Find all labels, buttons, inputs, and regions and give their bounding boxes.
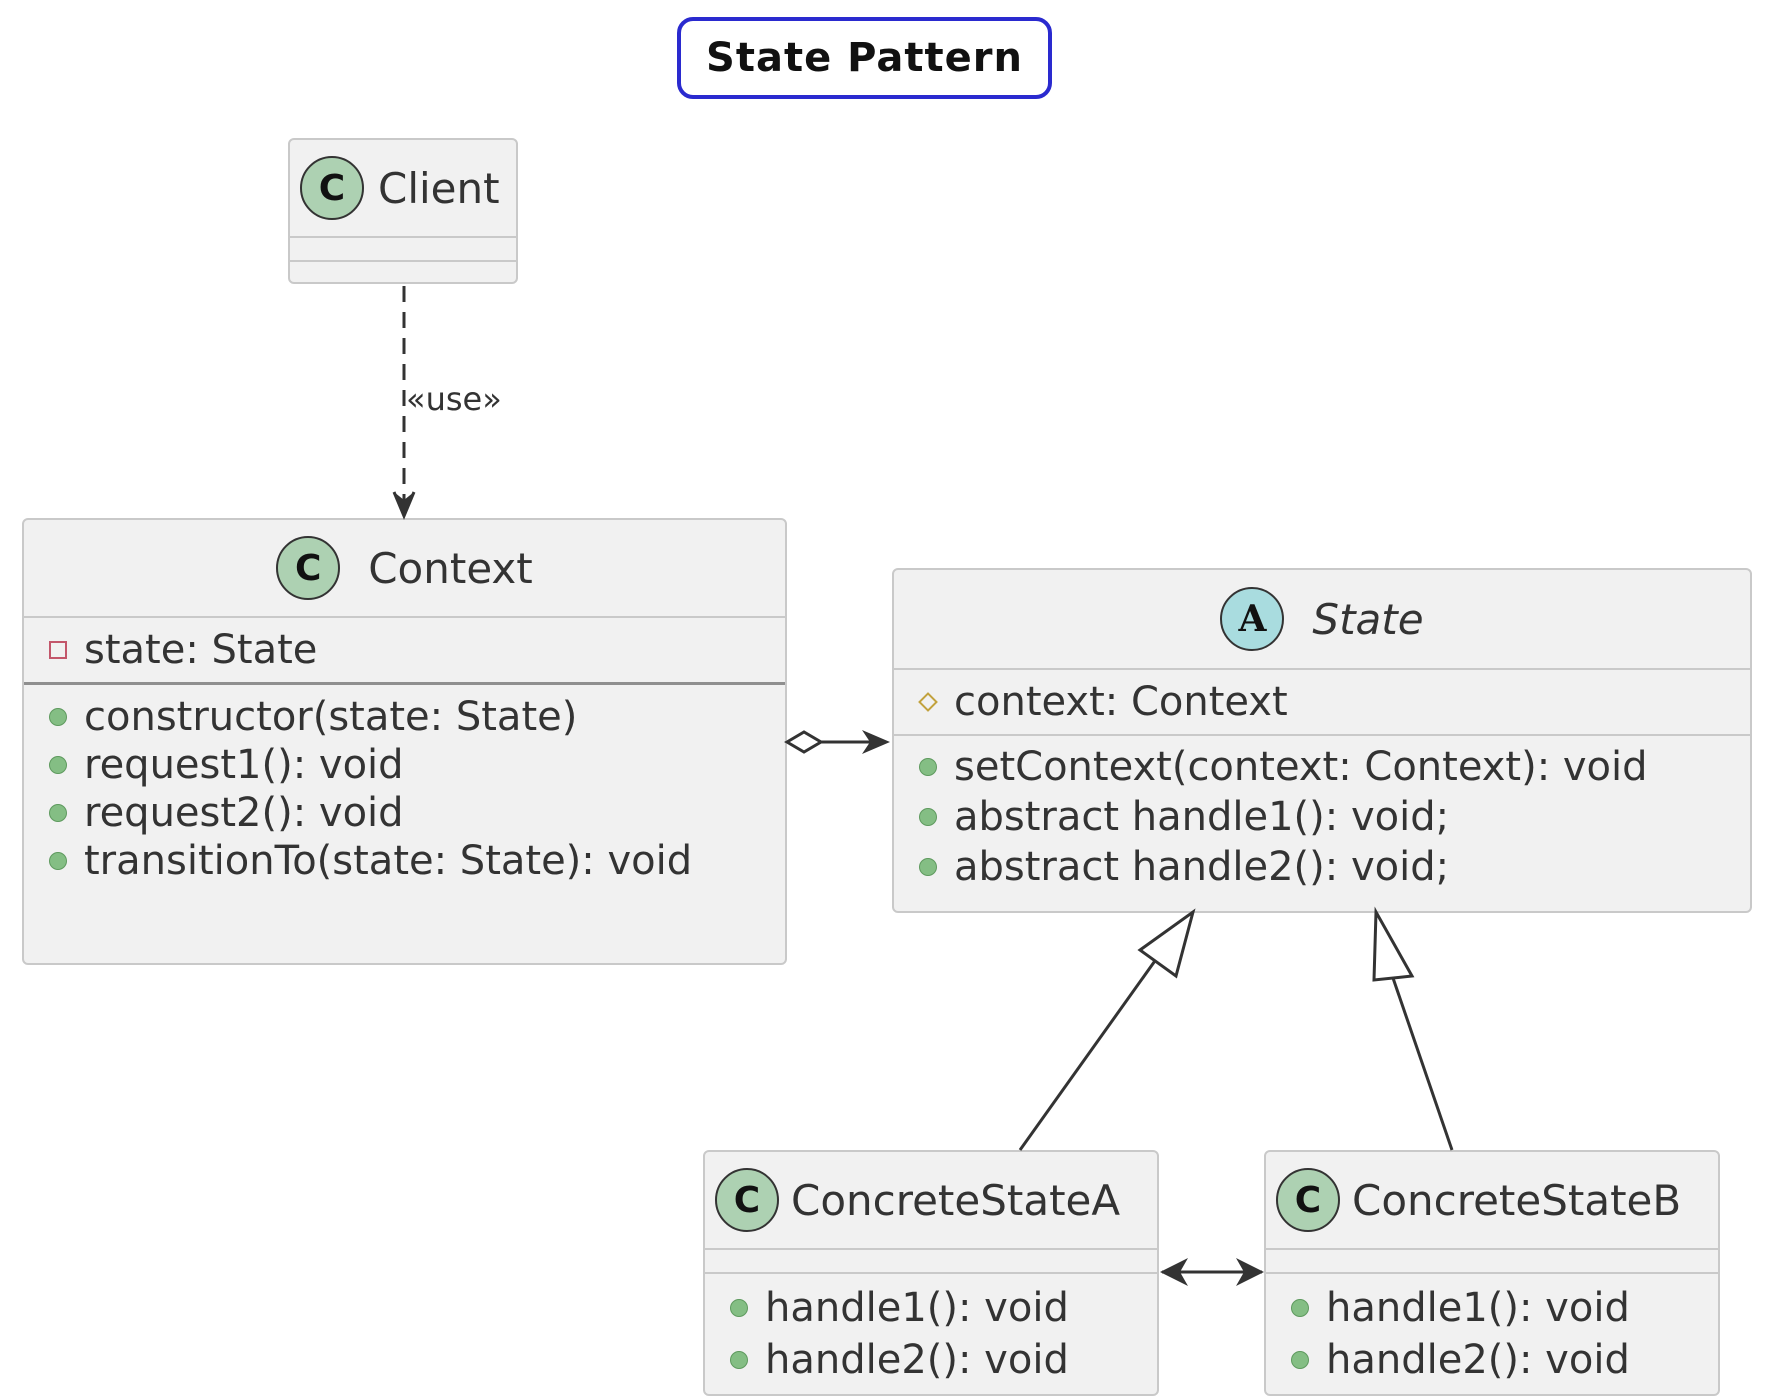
method-row: setContext(context: Context): void bbox=[894, 742, 1750, 792]
class-client-header: C Client bbox=[290, 140, 516, 236]
divider bbox=[1266, 1248, 1718, 1250]
method-text: request1(): void bbox=[84, 742, 404, 788]
dependency-edge-client-context bbox=[392, 286, 416, 520]
class-context-name: Context bbox=[368, 543, 533, 593]
state-methods: setContext(context: Context): void abstr… bbox=[894, 736, 1750, 892]
divider bbox=[705, 1248, 1157, 1250]
class-icon: C bbox=[276, 536, 341, 600]
field-text: state: State bbox=[84, 627, 318, 673]
method-text: abstract handle1(): void; bbox=[954, 794, 1450, 840]
divider bbox=[290, 260, 516, 262]
method-text: abstract handle2(): void; bbox=[954, 844, 1450, 890]
class-icon: C bbox=[715, 1168, 779, 1232]
generalization-edge-b-state bbox=[1372, 906, 1454, 1151]
method-text: request2(): void bbox=[84, 790, 404, 836]
field-row: context: Context bbox=[894, 678, 1750, 726]
method-row: request2(): void bbox=[24, 789, 785, 837]
method-row: constructor(state: State) bbox=[24, 693, 785, 741]
method-row: handle1(): void bbox=[1266, 1282, 1718, 1334]
class-concrete-state-b: C ConcreteStateB handle1(): void handle2… bbox=[1264, 1150, 1720, 1396]
diagram-title: State Pattern bbox=[677, 17, 1052, 99]
class-concrete-state-b-header: C ConcreteStateB bbox=[1266, 1152, 1718, 1248]
divider bbox=[894, 668, 1750, 670]
divider bbox=[24, 616, 785, 618]
class-concrete-state-a: C ConcreteStateA handle1(): void handle2… bbox=[703, 1150, 1159, 1396]
method-row: abstract handle1(): void; bbox=[894, 792, 1750, 842]
class-context-header: C Context bbox=[24, 520, 785, 616]
method-text: transitionTo(state: State): void bbox=[84, 838, 693, 884]
method-text: constructor(state: State) bbox=[84, 694, 578, 740]
method-text: setContext(context: Context): void bbox=[954, 744, 1648, 790]
divider bbox=[24, 682, 785, 685]
divider bbox=[705, 1272, 1157, 1274]
method-row: transitionTo(state: State): void bbox=[24, 837, 785, 885]
method-text: handle2(): void bbox=[765, 1337, 1069, 1383]
method-text: handle1(): void bbox=[1326, 1285, 1630, 1331]
concrete-state-a-methods: handle1(): void handle2(): void bbox=[705, 1274, 1157, 1386]
class-context: C Context state: State constructor(state… bbox=[22, 518, 787, 965]
class-state-header: A State bbox=[894, 570, 1750, 668]
divider bbox=[1266, 1272, 1718, 1274]
abstract-class-icon: A bbox=[1220, 587, 1285, 651]
method-row: request1(): void bbox=[24, 741, 785, 789]
context-methods: constructor(state: State) request1(): vo… bbox=[24, 685, 785, 885]
aggregation-edge-context-state bbox=[784, 730, 890, 754]
context-fields: state: State bbox=[24, 618, 785, 682]
divider bbox=[290, 236, 516, 238]
use-stereotype-label: «use» bbox=[406, 380, 502, 418]
class-concrete-state-a-name: ConcreteStateA bbox=[791, 1175, 1121, 1225]
state-fields: context: Context bbox=[894, 670, 1750, 734]
concrete-state-b-methods: handle1(): void handle2(): void bbox=[1266, 1274, 1718, 1386]
field-row: state: State bbox=[24, 626, 785, 674]
class-icon: C bbox=[1276, 1168, 1340, 1232]
method-row: handle1(): void bbox=[705, 1282, 1157, 1334]
method-row: handle2(): void bbox=[705, 1334, 1157, 1386]
class-concrete-state-b-name: ConcreteStateB bbox=[1352, 1175, 1682, 1225]
generalization-edge-a-state bbox=[1018, 908, 1196, 1151]
class-concrete-state-a-header: C ConcreteStateA bbox=[705, 1152, 1157, 1248]
method-row: abstract handle2(): void; bbox=[894, 842, 1750, 892]
field-text: context: Context bbox=[954, 679, 1288, 725]
method-text: handle1(): void bbox=[765, 1285, 1069, 1331]
class-state: A State context: Context setContext(cont… bbox=[892, 568, 1752, 913]
method-text: handle2(): void bbox=[1326, 1337, 1630, 1383]
association-edge-a-b bbox=[1160, 1258, 1264, 1286]
method-row: handle2(): void bbox=[1266, 1334, 1718, 1386]
class-state-name: State bbox=[1312, 594, 1424, 644]
class-client: C Client bbox=[288, 138, 518, 284]
class-client-name: Client bbox=[378, 163, 500, 213]
class-icon: C bbox=[300, 156, 364, 220]
divider bbox=[894, 734, 1750, 736]
